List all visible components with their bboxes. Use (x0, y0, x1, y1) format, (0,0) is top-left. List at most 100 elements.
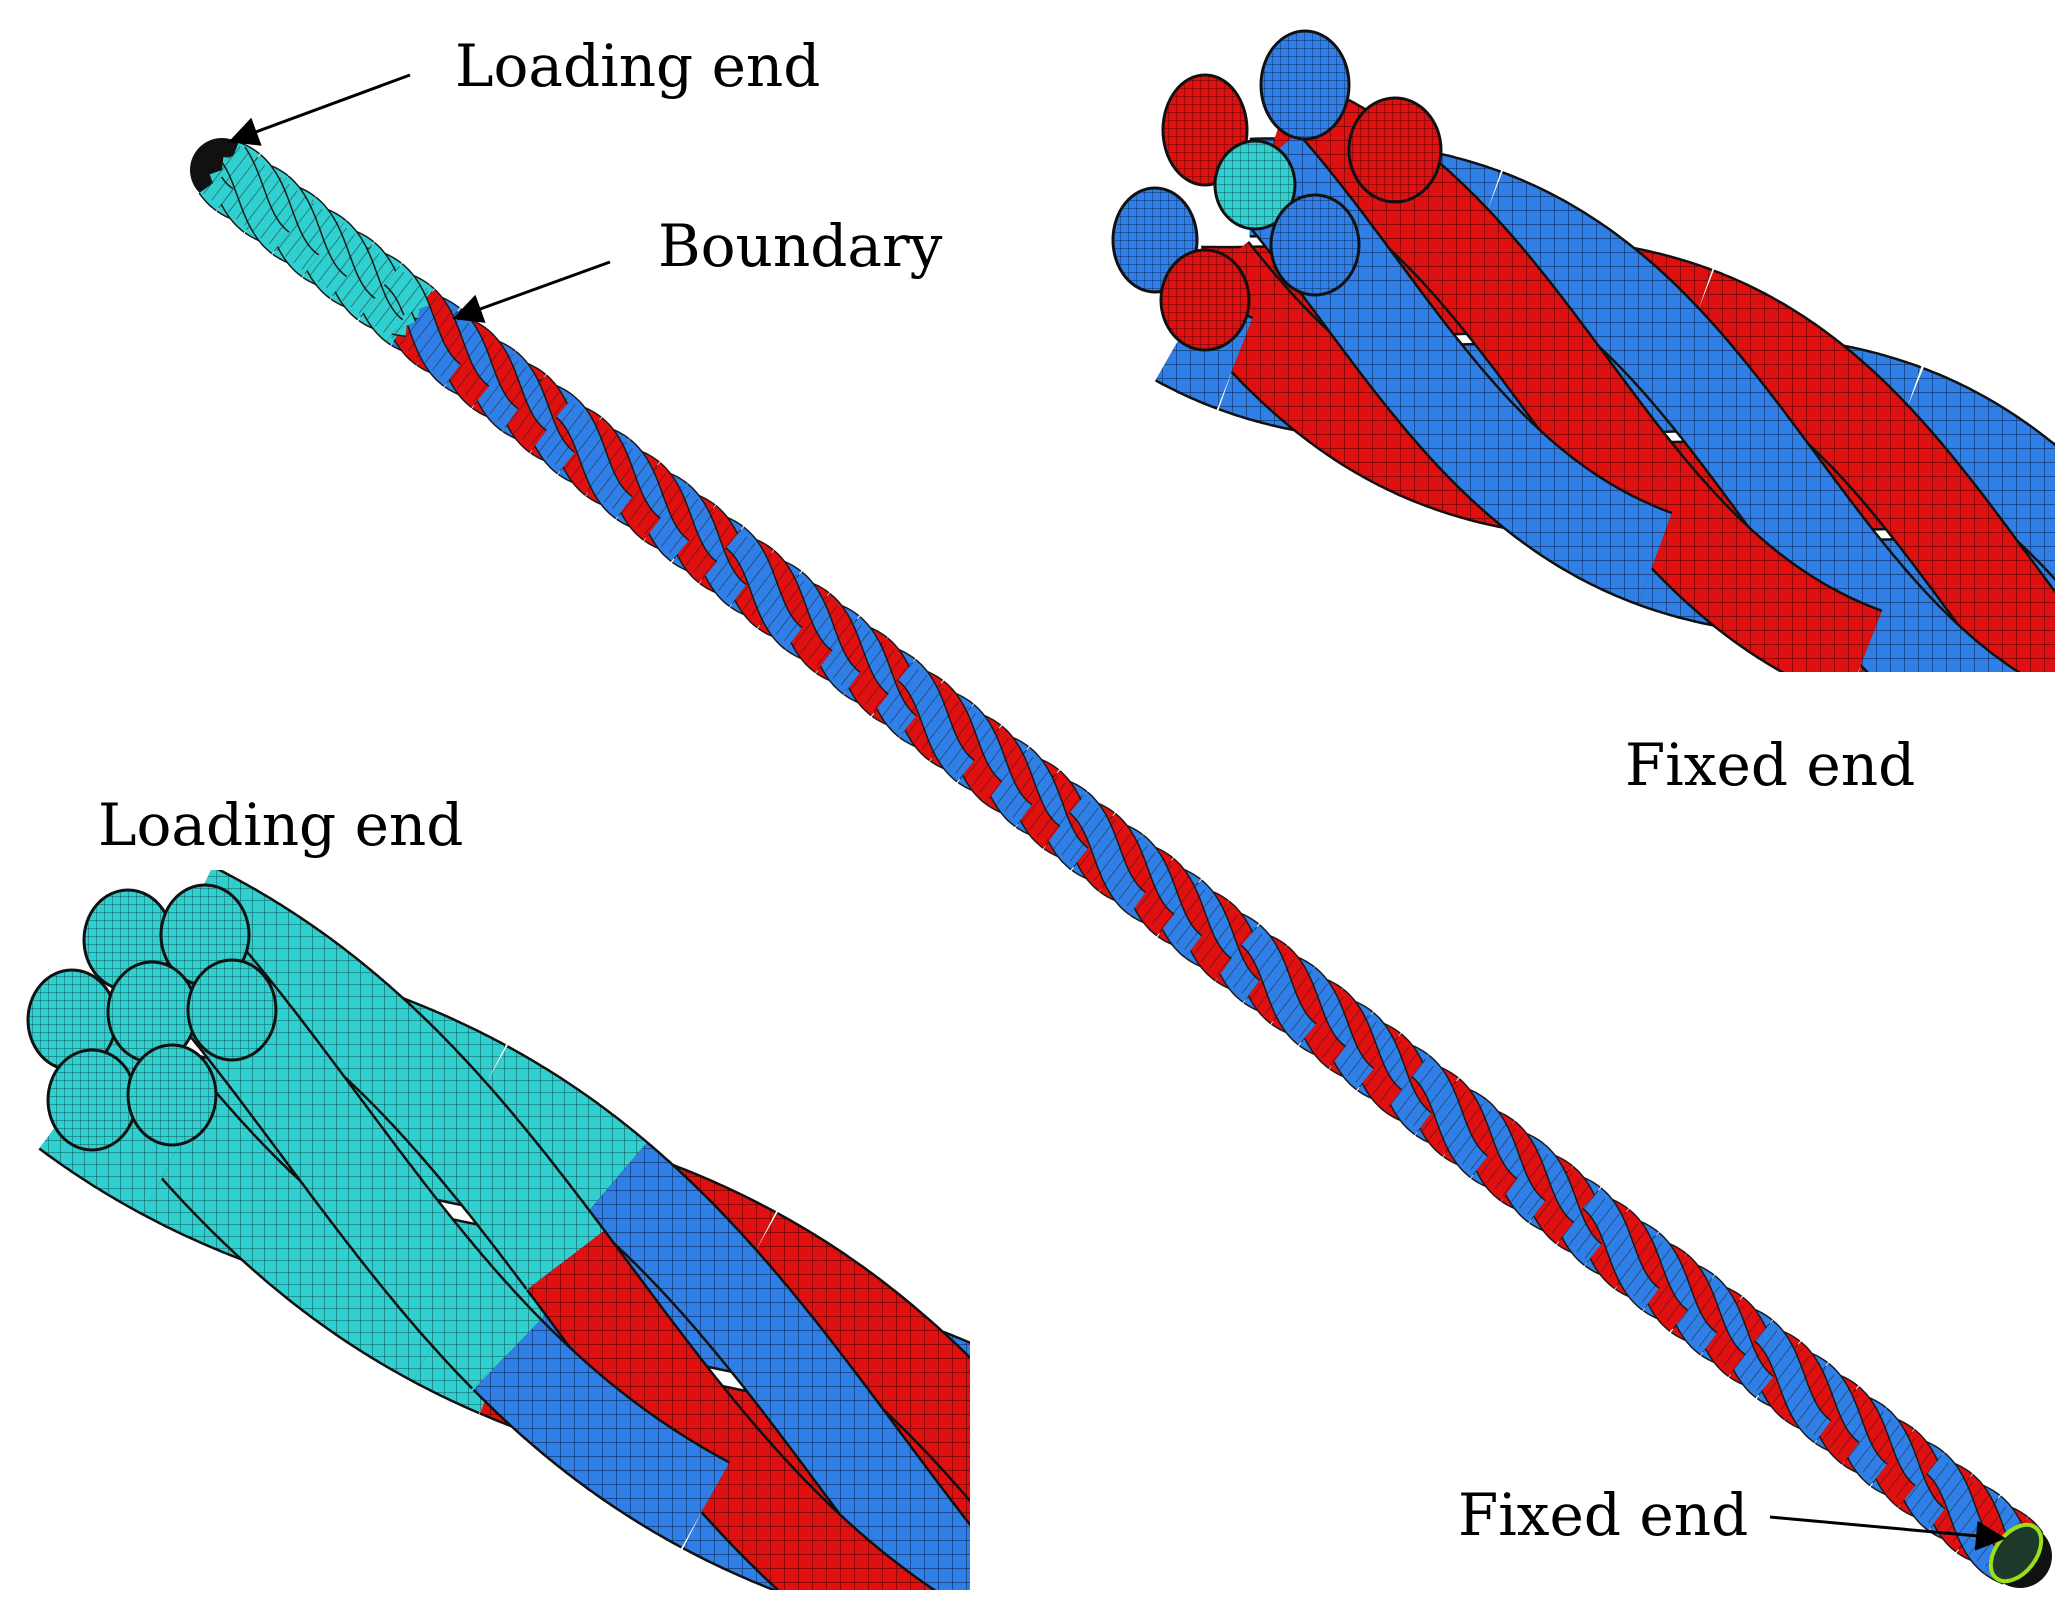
blue-strand-segment (1012, 747, 1088, 870)
mesh-ring-line (1788, 1368, 1827, 1417)
mesh-ring-line (350, 259, 388, 308)
mesh-ring-line (898, 681, 936, 730)
mesh-ring-line (1511, 1153, 1549, 1203)
mesh-ring-line (325, 240, 364, 289)
mesh-ring-line (832, 631, 870, 680)
mesh-ring-line (783, 593, 821, 642)
mesh-ring-line (996, 757, 1034, 806)
mesh-ring-line (669, 505, 707, 554)
mesh-ring-line (734, 555, 772, 604)
mesh-ring-line (1249, 952, 1287, 1001)
mesh-ring-line (1927, 1475, 1966, 1524)
mesh-ring-line (1339, 1021, 1377, 1070)
blue-strand-segment (584, 1143, 970, 1590)
mesh-ring-line (661, 498, 699, 547)
mesh-ring-line (881, 668, 919, 717)
mesh-ring-line (1437, 1097, 1475, 1146)
mesh-ring-line (432, 322, 470, 371)
mesh-ring-line (1192, 908, 1230, 957)
mesh-ring-line (1886, 1443, 1925, 1492)
mesh-ring-line (644, 486, 682, 535)
mesh-ring-line (1821, 1393, 1859, 1442)
blue-strand-segment (1527, 1145, 1602, 1265)
blue-strand-segment (612, 439, 689, 561)
cyan-core-end (1213, 139, 1297, 231)
main-rope-strands (390, 288, 2044, 1585)
mesh-ring-line (546, 410, 584, 459)
mesh-ring-line (227, 164, 266, 213)
mesh-ring-line (1600, 1223, 1639, 1272)
mesh-ring-line (930, 706, 969, 755)
mesh-ring-line (236, 171, 274, 220)
mesh-ring-line (440, 328, 478, 377)
mesh-ring-line (775, 586, 813, 636)
red-strand-segment (415, 289, 489, 408)
mesh-ring-line (1772, 1355, 1810, 1404)
mesh-ring-line (799, 605, 838, 654)
mesh-ring-line (603, 454, 642, 503)
mesh-ring-line (1175, 895, 1214, 944)
mesh-ring-line (1854, 1418, 1892, 1467)
mesh-ring-line (1453, 1109, 1492, 1158)
blue-strand-segment (1583, 1188, 1659, 1310)
mesh-ring-line (742, 561, 781, 610)
mesh-ring-line (1649, 1261, 1688, 1310)
mesh-ring-line (955, 725, 993, 774)
mesh-ring-line (1617, 1235, 1655, 1284)
cyan-strand-segment (459, 1047, 647, 1216)
mesh-ring-line (1698, 1298, 1737, 1347)
mesh-ring-line (513, 385, 552, 434)
mesh-ring-line (1184, 901, 1222, 951)
inset-loading-end-strands (38, 870, 970, 1590)
blue-strand-segment (1869, 1408, 1945, 1530)
mesh-ring-line (407, 303, 445, 352)
red-strand-segment (1783, 1342, 1859, 1464)
red-strand-segment (1269, 946, 1346, 1068)
mesh-ring-line (759, 574, 797, 623)
blue-strand-segment (898, 660, 974, 782)
mesh-ring-line (554, 416, 593, 465)
mesh-ring-line (1273, 971, 1312, 1020)
mesh-ring-line (963, 731, 1001, 780)
mesh-ring-line (1470, 1122, 1508, 1171)
mesh-ring-line (922, 700, 960, 749)
blue-strand (1887, 369, 2055, 578)
mesh-ring-line (612, 460, 650, 510)
mesh-ring-line (1036, 788, 1075, 837)
mesh-ring-line (1461, 1116, 1500, 1165)
mesh-ring-line (628, 473, 666, 522)
blue-strand-segment (1298, 967, 1374, 1090)
mesh-ring-line (1666, 1273, 1704, 1322)
mesh-ring-line (1756, 1342, 1794, 1392)
mesh-ring-line (530, 397, 568, 447)
mesh-ring-line (1135, 864, 1173, 913)
blue-strand-segment (1755, 1321, 1831, 1443)
blue-strand-segment (556, 396, 632, 519)
cyan-strand-segment (384, 264, 429, 315)
mesh-ring-line (1233, 939, 1271, 988)
mesh-ring-line (1331, 1015, 1369, 1064)
mesh-ring-line (1102, 838, 1140, 888)
mesh-ring-line (1486, 1135, 1524, 1184)
mesh-ring-line (1372, 1046, 1410, 1095)
red-strand-segment (1897, 1430, 1973, 1552)
mesh-ring-line (1560, 1191, 1598, 1240)
red-strand-segment (926, 681, 1002, 803)
mesh-ring-line (865, 656, 903, 705)
blue-strand-segment (784, 572, 860, 694)
mesh-ring-line (938, 712, 977, 762)
mesh-ring-line (1519, 1160, 1557, 1209)
mesh-ring-line (383, 284, 421, 333)
red-strand-segment (1611, 1209, 1688, 1331)
mesh-ring-line (1682, 1286, 1720, 1335)
mesh-ring-line (244, 177, 282, 226)
mesh-ring-line (309, 227, 347, 276)
mesh-ring-line (652, 492, 691, 541)
mesh-ring-line (268, 196, 307, 245)
mesh-ring-line (947, 719, 985, 768)
mesh-ring-line (211, 152, 249, 201)
mesh-ring-line (1306, 996, 1344, 1045)
cyan-strand-end (126, 1043, 218, 1147)
